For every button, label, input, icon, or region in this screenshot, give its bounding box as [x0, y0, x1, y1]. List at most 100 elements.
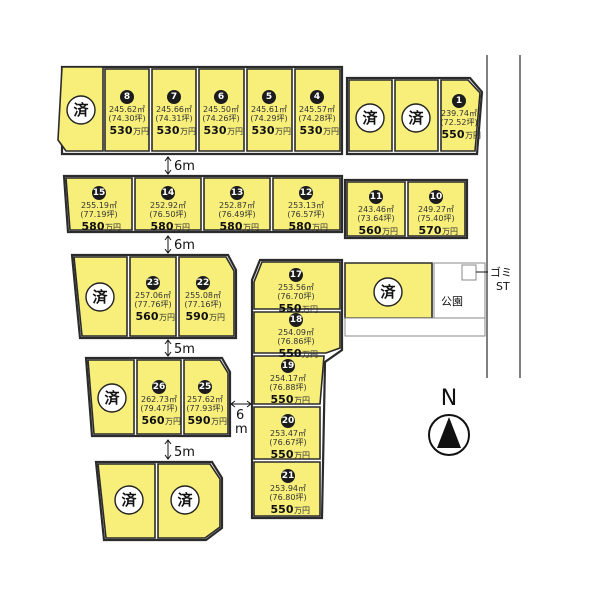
lot-number-badge	[230, 186, 244, 200]
lot-6[interactable]	[198, 68, 245, 152]
lot-price: 590	[188, 414, 211, 427]
lot-area: 243.46㎡	[358, 205, 394, 214]
lot-tsubo: (76.49坪)	[218, 210, 255, 219]
lot-area: 257.62㎡	[187, 395, 223, 404]
sold-circle	[97, 383, 127, 413]
lot-number-badge	[198, 380, 212, 394]
lot-price: 550	[279, 347, 302, 360]
lot-tsubo: (74.30坪)	[108, 114, 145, 123]
block-row1-right	[345, 76, 484, 156]
lot-number: 6	[218, 92, 224, 102]
lot-price: 580	[289, 220, 312, 233]
lot-price-unit: 万円	[465, 131, 481, 140]
lot-5[interactable]	[246, 68, 293, 152]
lot-tsubo: (77.16坪)	[184, 300, 221, 309]
lot-number-badge	[161, 186, 175, 200]
lot-25[interactable]	[183, 359, 229, 435]
lot-price-unit: 万円	[323, 127, 339, 136]
park-label: 公園	[441, 295, 463, 308]
lot-price: 530	[204, 124, 227, 137]
lot-price-unit: 万円	[243, 223, 259, 232]
lot-11[interactable]	[346, 181, 406, 237]
lot-area: 255.08㎡	[185, 291, 221, 300]
lot-area: 245.61㎡	[251, 105, 287, 114]
lot-price: 530	[252, 124, 275, 137]
block-center	[250, 258, 344, 520]
lot-15[interactable]	[65, 177, 133, 231]
lot-number: 18	[290, 315, 303, 325]
lot-area: 254.17㎡	[270, 374, 306, 383]
sold-text: 済	[177, 491, 193, 509]
lot-7[interactable]	[151, 68, 197, 152]
road-width-6m: 6m	[174, 238, 195, 253]
lot-number: 14	[162, 188, 175, 198]
lot-area: 239.74㎡	[441, 109, 477, 118]
lot-19[interactable]	[253, 355, 325, 405]
lot-number: 5	[266, 92, 272, 102]
lot-21[interactable]	[253, 461, 321, 517]
lot-number: 15	[93, 188, 106, 198]
lot-tsubo: (79.47坪)	[140, 404, 177, 413]
sold-circle	[85, 282, 115, 312]
lot-number: 11	[370, 192, 383, 202]
lot-number: 12	[300, 188, 313, 198]
lot-price-unit: 万円	[159, 313, 175, 322]
lot-number-badge	[289, 268, 303, 282]
lot-price-unit: 万円	[165, 417, 181, 426]
north-arrow-icon	[437, 417, 461, 448]
road-width-arrowheads	[164, 156, 172, 175]
block-row2-left	[62, 174, 344, 234]
lot-17[interactable]	[253, 261, 341, 310]
lot-number: 20	[282, 416, 295, 426]
lot-tsubo: (76.57坪)	[287, 210, 324, 219]
lot-26[interactable]	[136, 359, 182, 435]
lot-13[interactable]	[203, 177, 271, 231]
lot-number-badge	[92, 186, 106, 200]
lot-area: 254.09㎡	[278, 328, 314, 337]
lot-tsubo: (76.70坪)	[277, 292, 314, 301]
lot-price-unit: 万円	[294, 451, 310, 460]
lot-price-unit: 万円	[133, 127, 149, 136]
lot-4[interactable]	[294, 68, 341, 152]
road-width-arrowheads	[164, 235, 172, 254]
lot-price: 560	[142, 414, 165, 427]
lot-12[interactable]	[272, 177, 341, 231]
lot-20[interactable]	[253, 406, 321, 460]
lot-price: 590	[186, 310, 209, 323]
lot-10[interactable]	[407, 181, 466, 237]
lot-number: 22	[197, 278, 210, 288]
sold-circle	[114, 485, 144, 515]
lot-price: 560	[359, 224, 382, 237]
lot-8[interactable]	[104, 68, 150, 152]
lot-number: 10	[430, 192, 443, 202]
lot-14[interactable]	[134, 177, 202, 231]
road-width-5m: 5m	[174, 342, 195, 357]
lot-price-unit: 万円	[312, 223, 328, 232]
lot-price: 580	[82, 220, 105, 233]
sold-circle	[355, 103, 385, 133]
lot-tsubo: (76.88坪)	[269, 383, 306, 392]
lot-22[interactable]	[178, 256, 235, 337]
lot-area: 255.19㎡	[81, 201, 117, 210]
block-row3	[70, 253, 238, 340]
lot-price: 550	[442, 128, 465, 141]
lot-price-unit: 万円	[442, 227, 458, 236]
lot-tsubo: (76.80坪)	[269, 493, 306, 502]
lot-tsubo: (73.64坪)	[357, 214, 394, 223]
lot-number: 17	[290, 270, 303, 280]
lot-tsubo: (77.93坪)	[186, 404, 223, 413]
lot-number-badge	[281, 359, 295, 373]
lot-23[interactable]	[129, 256, 177, 337]
sold-text: 済	[92, 288, 108, 306]
lot-area: 253.56㎡	[278, 283, 314, 292]
lot-1[interactable]	[440, 79, 481, 152]
lot-18[interactable]	[253, 311, 341, 354]
lot-number-badge	[452, 94, 466, 108]
sold-text: 済	[362, 109, 378, 127]
lot-number-badge	[120, 90, 134, 104]
road-width-5m: 5m	[174, 445, 195, 460]
lot-area: 253.47㎡	[270, 429, 306, 438]
lot-number: 7	[171, 92, 177, 102]
